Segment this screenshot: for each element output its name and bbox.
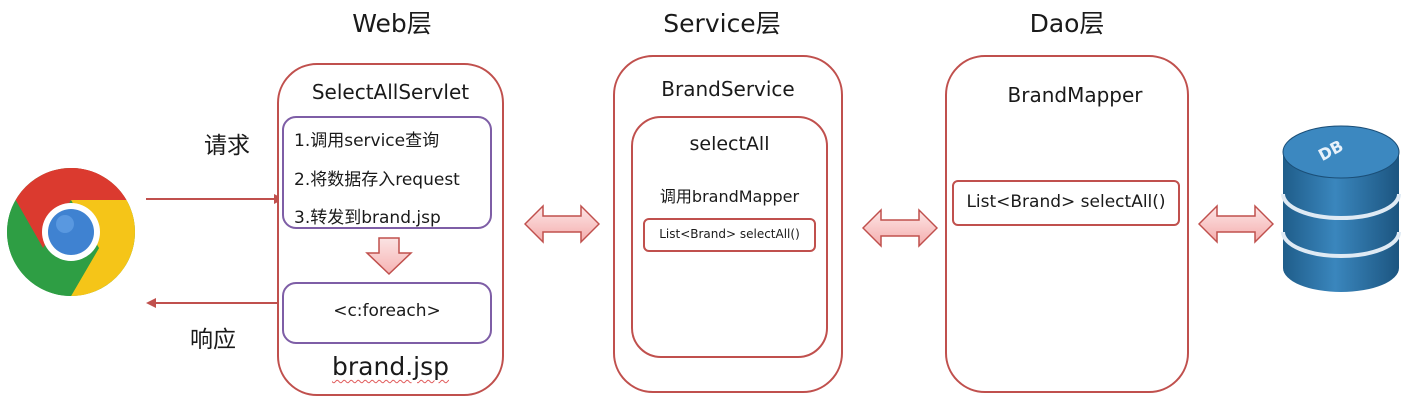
- servlet-step-2: 2.将数据存入request: [294, 170, 460, 190]
- dao-title: BrandMapper: [1007, 83, 1143, 107]
- servlet-step-3: 3.转发到brand.jsp: [294, 208, 441, 228]
- servlet-step-1: 1.调用service查询: [294, 131, 440, 151]
- jsp-label: brand.jsp: [332, 352, 449, 381]
- select-all-method-box: [631, 116, 828, 358]
- web-layer-title: Web层: [352, 9, 432, 38]
- dao-db-double-arrow: [1198, 204, 1274, 244]
- chrome-icon: [7, 168, 135, 296]
- web-layer-panel: [277, 63, 504, 396]
- web-service-double-arrow: [524, 204, 600, 244]
- dao-signature: List<Brand> selectAll(): [966, 192, 1166, 212]
- dao-signature-box: [952, 180, 1180, 226]
- dao-layer-title: Dao层: [1029, 9, 1105, 38]
- service-method-name: selectAll: [689, 133, 770, 155]
- foreach-box: [282, 282, 492, 344]
- servlet-title: SelectAllServlet: [311, 80, 470, 104]
- foreach-tag: <c:foreach>: [333, 301, 441, 321]
- service-layer-title: Service层: [663, 9, 781, 38]
- service-title: BrandService: [661, 77, 795, 101]
- request-label: 请求: [204, 133, 250, 159]
- service-dao-double-arrow: [862, 208, 938, 248]
- database-icon: [1281, 125, 1401, 292]
- response-label: 响应: [190, 327, 236, 353]
- servlet-steps-box: [282, 116, 492, 229]
- service-signature: List<Brand> selectAll(): [659, 227, 800, 241]
- down-block-arrow: [365, 237, 413, 276]
- service-call-mapper: 调用brandMapper: [659, 187, 800, 206]
- service-signature-box: [643, 218, 816, 252]
